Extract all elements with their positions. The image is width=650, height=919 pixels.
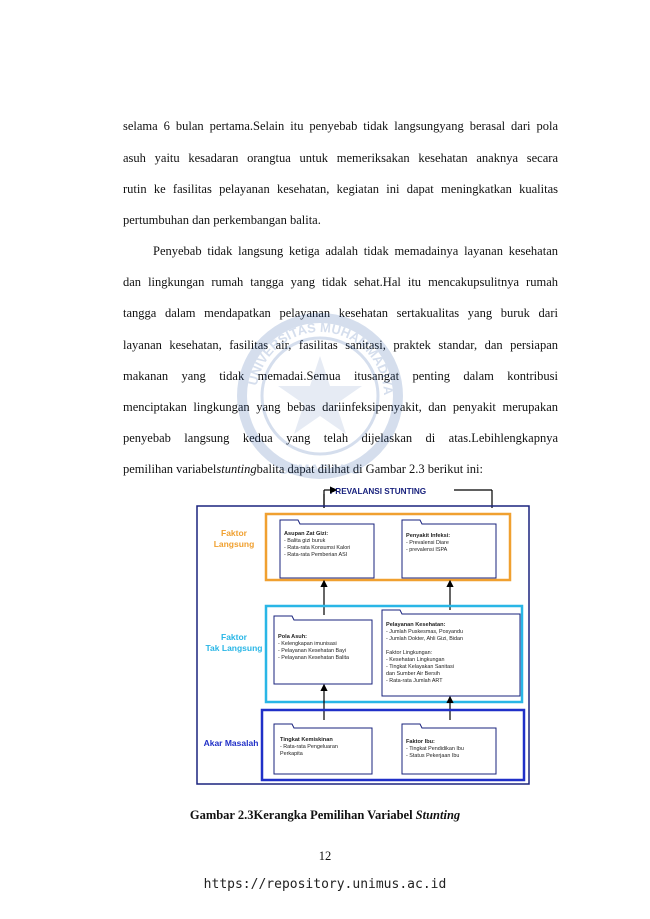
paragraph-line: dan lingkungan rumah tangga yang tidak s… — [123, 275, 558, 289]
paragraph-line: pertumbuhan dan perkembangan balita. — [123, 213, 321, 227]
box-item: - Status Pekerjaan Ibu — [406, 753, 459, 759]
box-item: Faktor Lingkungan: — [386, 650, 432, 656]
box-item: - Rata-rata Jumlah ART — [386, 678, 443, 684]
paragraph-line: tangga dalam mendapatkan pelayanan keseh… — [123, 306, 558, 320]
figure-caption: Gambar 2.3Kerangka Pemilihan Variabel St… — [0, 808, 650, 823]
box-item: - Rata-rata Konsumsi Kalori — [284, 545, 350, 551]
paragraph-line: selama 6 bulan pertama.Selain itu penyeb… — [123, 119, 558, 133]
box-item: - Jumlah Puskesmas, Posyandu — [386, 629, 463, 635]
folder-box — [381, 609, 521, 697]
folder-box — [273, 615, 373, 685]
box-item: - Prevalensi Diare — [406, 540, 449, 546]
box-item: - Rata-rata Pengeluaran — [280, 744, 338, 750]
box-item: - Jumlah Dokter, Ahli Gizi, Bidan — [386, 636, 463, 642]
box-item: - Rata-rata Pemberian ASI — [284, 552, 347, 558]
row-label-indirect: Faktor — [221, 632, 248, 642]
box-item: dan Sumber Air Bersih — [386, 671, 440, 677]
folder-box — [273, 723, 373, 775]
box-title: Faktor Ibu: — [406, 739, 435, 745]
row-frame-root — [260, 708, 526, 782]
box-item: - prevalensi ISPA — [406, 547, 448, 553]
box-title: Pola Asuh: — [278, 634, 307, 640]
row-label-root: Akar Masalah — [204, 738, 259, 748]
paragraph-line-last: pemilihan variabelstuntingbalita dapat d… — [123, 462, 558, 477]
box-item: - Tingkat Pendidikan Ibu — [406, 746, 464, 752]
paragraph-line: Penyebab tidak langsung ketiga adalah ti… — [153, 244, 558, 258]
box-title: Tingkat Kemiskinan — [280, 737, 333, 743]
box-item: Perkapita — [280, 751, 303, 757]
caption-italic: Stunting — [415, 808, 461, 822]
row-frame-indirect — [264, 604, 524, 704]
page-number: 12 — [318, 849, 332, 863]
folder-box — [401, 723, 497, 775]
row-label-indirect: Tak Langsung — [206, 643, 263, 653]
text-segment: balita dapat dilihat di Gambar 2.3 berik… — [256, 462, 484, 476]
box-item: - Tingkat Kelayakan Sanitasi — [386, 664, 454, 670]
footer-url[interactable]: https://repository.unimus.ac.id — [203, 877, 447, 892]
university-seal-watermark: UNIVERSITAS MUHAMMADIYAH SEMARANG — [232, 296, 403, 479]
box-title: Pelayanan Kesehatan: — [386, 622, 446, 628]
text-segment: pemilihan variabel — [123, 462, 217, 476]
row-frame-direct — [264, 512, 512, 582]
prevalence-stunting-label: PREVALANSI STUNTING — [330, 487, 426, 496]
box-title: Penyakit Infeksi: — [406, 533, 450, 539]
box-title: Asupan Zat Gizi: — [284, 531, 328, 537]
box-item: - Balita gizi buruk — [284, 538, 326, 544]
paragraph-line: asuh yaitu kesadaran orangtua untuk meme… — [123, 151, 558, 165]
folder-box — [401, 519, 497, 579]
box-item: - Pelayanan Kesehatan Balita — [278, 655, 349, 661]
box-item: - Kelengkapan imunisasi — [278, 641, 337, 647]
caption-text: Gambar 2.3Kerangka Pemilihan Variabel — [189, 808, 416, 822]
folder-box — [279, 519, 375, 579]
svg-text:SEMARANG: SEMARANG — [279, 461, 361, 477]
paragraph-line: makanan yang tidak memadai.Semua itusang… — [123, 369, 558, 383]
paragraph-line: rutin ke fasilitas pelayanan kesehatan, … — [123, 182, 558, 196]
paragraph-line: menciptakan lingkungan yang bebas dariin… — [123, 400, 558, 414]
diagram-frame — [196, 505, 530, 785]
italic-term: stunting — [216, 462, 257, 476]
row-label-direct: Langsung — [214, 539, 255, 549]
stunting-framework-diagram: PREVALANSI STUNTING Faktor Langsung Asup… — [196, 486, 530, 785]
paragraph-line: layanan kesehatan, fasilitas air, fasili… — [123, 338, 558, 352]
box-item: - Pelayanan Kesehatan Bayi — [278, 648, 346, 654]
box-item: - Kesehatan Lingkungan — [386, 657, 444, 663]
row-label-direct: Faktor — [221, 528, 248, 538]
paragraph-line: penyebab langsung kedua yang telah dijel… — [123, 431, 558, 445]
